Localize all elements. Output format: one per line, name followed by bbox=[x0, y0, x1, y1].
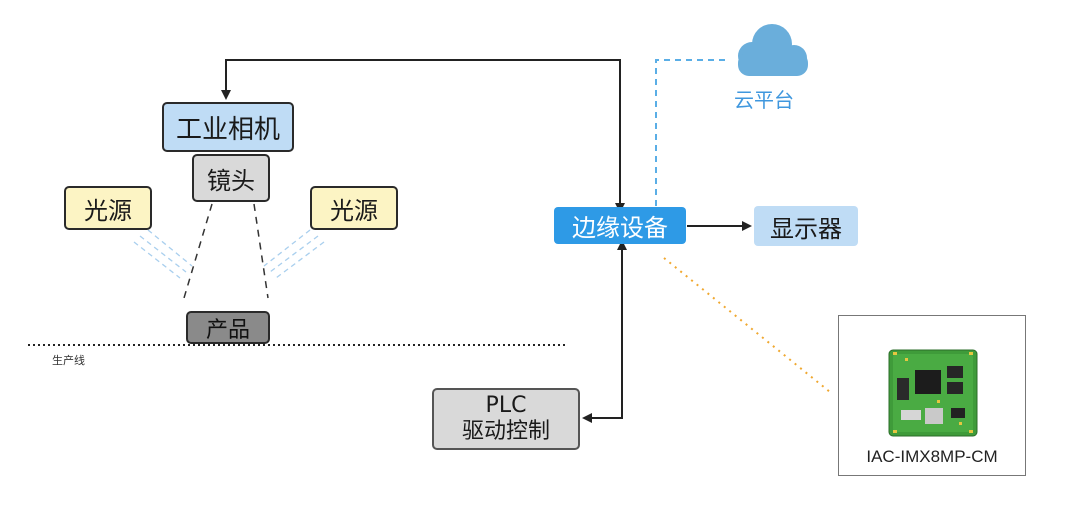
display-node: 显示器 bbox=[754, 206, 858, 246]
plc-label: PLC bbox=[485, 393, 527, 418]
cloud-icon bbox=[738, 24, 808, 76]
edge-to-cloud-link bbox=[655, 59, 730, 206]
light-rays-left bbox=[133, 229, 193, 279]
edge-to-plc-arrow bbox=[582, 240, 627, 423]
cloud-platform-label: 云平台 bbox=[734, 88, 794, 112]
lens-node: 镜头 bbox=[192, 154, 270, 202]
light-rays-right bbox=[263, 229, 325, 279]
lens-view-left bbox=[183, 203, 213, 299]
light-source-right-node: 光源 bbox=[310, 186, 398, 230]
production-line-label: 生产线 bbox=[52, 355, 85, 367]
lens-view-right bbox=[253, 203, 269, 299]
lens-label: 镜头 bbox=[207, 166, 255, 195]
industrial-camera-node: 工业相机 bbox=[162, 102, 294, 152]
product-node: 产品 bbox=[186, 311, 270, 344]
board-image bbox=[888, 349, 978, 437]
plc-drive-control-label: 驱动控制 bbox=[461, 419, 550, 444]
display-label: 显示器 bbox=[770, 214, 842, 243]
light-source-left-label: 光源 bbox=[84, 196, 132, 225]
edge-to-camera-arrow bbox=[221, 59, 625, 213]
plc-node: PLC 驱动控制 bbox=[432, 388, 580, 450]
edge-device-node: 边缘设备 bbox=[554, 207, 686, 244]
board-card: IAC-IMX8MP-CM bbox=[838, 315, 1026, 476]
edge-device-label: 边缘设备 bbox=[572, 214, 668, 242]
light-source-right-label: 光源 bbox=[330, 196, 378, 225]
product-label: 产品 bbox=[205, 317, 250, 343]
light-source-left-node: 光源 bbox=[64, 186, 152, 230]
edge-to-board-link bbox=[663, 257, 831, 393]
industrial-camera-label: 工业相机 bbox=[175, 114, 280, 145]
board-model-label: IAC-IMX8MP-CM bbox=[866, 447, 998, 466]
